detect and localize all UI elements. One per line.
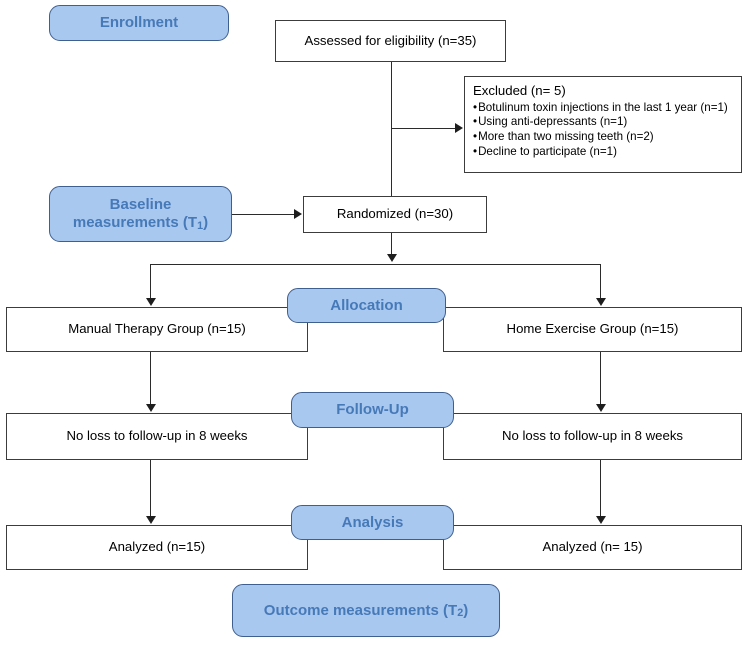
arrow-to-manual-therapy-group — [146, 298, 156, 306]
arrow-right-to-followup — [596, 404, 606, 412]
node-randomized: Randomized (n=30) — [303, 196, 487, 233]
node-followup-right-label: No loss to follow-up in 8 weeks — [501, 428, 684, 444]
node-analyzed-right: Analyzed (n= 15) — [443, 525, 742, 570]
node-home-exercise-label: Home Exercise Group (n=15) — [506, 321, 679, 337]
stage-pill-analysis: Analysis — [291, 505, 454, 540]
baseline-line-1: Baseline — [109, 196, 172, 213]
outcome-label: Outcome measurements (T2) — [263, 601, 469, 620]
node-manual-therapy-group: Manual Therapy Group (n=15) — [6, 307, 308, 352]
connector-randomized-stem — [391, 233, 392, 256]
stage-pill-enrollment: Enrollment — [49, 5, 229, 41]
connector-branch-to-excluded — [391, 128, 455, 129]
node-analyzed-left-label: Analyzed (n=15) — [108, 539, 206, 555]
connector-split-bar — [150, 264, 601, 265]
connector-split-right — [600, 264, 601, 299]
node-followup-left: No loss to follow-up in 8 weeks — [6, 413, 308, 460]
node-home-exercise-group: Home Exercise Group (n=15) — [443, 307, 742, 352]
excluded-reason-list: Botulinum toxin injections in the last 1… — [473, 101, 733, 161]
node-assessed-for-eligibility: Assessed for eligibility (n=35) — [275, 20, 506, 62]
connector-left-followup-to-analysis — [150, 460, 151, 518]
node-analyzed-right-label: Analyzed (n= 15) — [542, 539, 643, 555]
arrow-to-excluded — [455, 123, 463, 133]
excluded-title: Excluded (n= 5) — [473, 83, 566, 98]
node-followup-right: No loss to follow-up in 8 weeks — [443, 413, 742, 460]
arrow-left-to-followup — [146, 404, 156, 412]
node-excluded: Excluded (n= 5) Botulinum toxin injectio… — [464, 76, 742, 173]
baseline-line-2: measurements (T1) — [72, 214, 209, 232]
stage-pill-allocation: Allocation — [287, 288, 446, 323]
stage-label-allocation: Allocation — [330, 296, 403, 314]
connector-baseline-to-randomized — [232, 214, 295, 215]
node-randomized-label: Randomized (n=30) — [336, 206, 454, 222]
list-item: Using anti-depressants (n=1) — [473, 115, 733, 130]
list-item: More than two missing teeth (n=2) — [473, 130, 733, 145]
connector-right-followup-to-analysis — [600, 460, 601, 518]
node-followup-left-label: No loss to follow-up in 8 weeks — [66, 428, 248, 444]
arrow-left-to-analysis — [146, 516, 156, 524]
baseline-subscript: 1 — [197, 219, 204, 232]
outcome-subscript: 2 — [457, 607, 464, 620]
arrow-to-randomized — [294, 209, 302, 219]
node-assessed-label: Assessed for eligibility (n=35) — [304, 32, 477, 48]
arrow-randomized-stem — [387, 254, 397, 262]
connector-split-left — [150, 264, 151, 299]
list-item: Decline to participate (n=1) — [473, 145, 733, 160]
connector-left-allocation-to-followup — [150, 352, 151, 406]
pill-baseline-measurements: Baseline measurements (T1) — [49, 186, 232, 242]
connector-assessed-to-randomized — [391, 62, 392, 196]
arrow-to-home-exercise-group — [596, 298, 606, 306]
node-analyzed-left: Analyzed (n=15) — [6, 525, 308, 570]
pill-outcome-measurements: Outcome measurements (T2) — [232, 584, 500, 637]
connector-right-allocation-to-followup — [600, 352, 601, 406]
node-manual-therapy-label: Manual Therapy Group (n=15) — [68, 321, 246, 337]
stage-label-analysis: Analysis — [341, 513, 404, 531]
list-item: Botulinum toxin injections in the last 1… — [473, 101, 733, 116]
arrow-right-to-analysis — [596, 516, 606, 524]
stage-pill-follow-up: Follow-Up — [291, 392, 454, 428]
stage-label-enrollment: Enrollment — [99, 14, 179, 31]
stage-label-follow-up: Follow-Up — [336, 401, 409, 418]
